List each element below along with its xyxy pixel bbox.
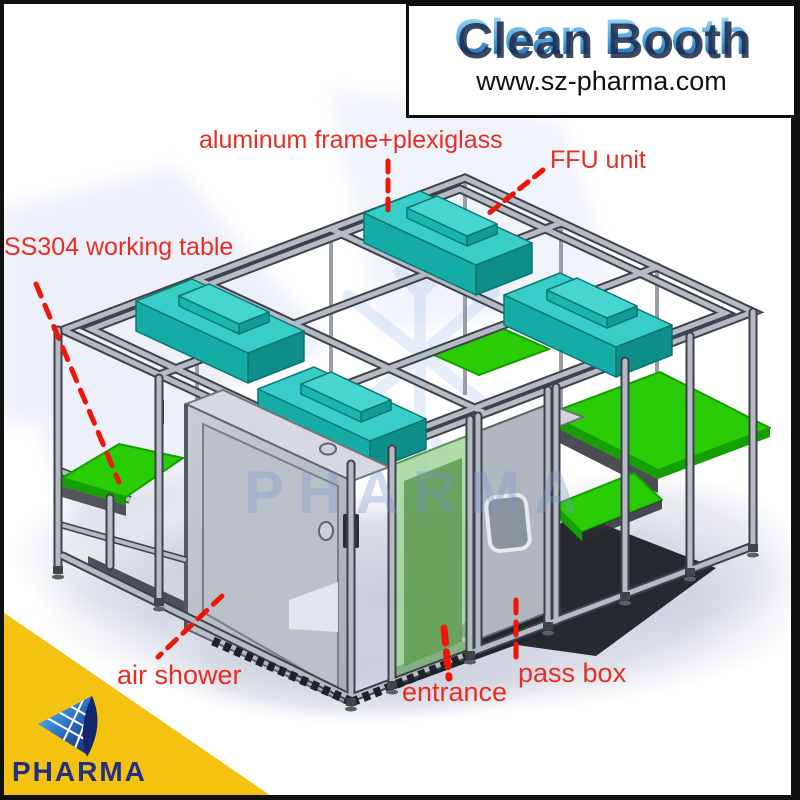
gauge-icon [318, 521, 334, 541]
label-entrance: entrance [402, 677, 508, 707]
serrated-threshold [211, 636, 470, 707]
label-working-table: SS304 working table [4, 233, 234, 261]
leader-ffu-unit [485, 167, 546, 217]
title-banner: Clean Booth www.sz-pharma.com [406, 3, 797, 118]
banner-website: www.sz-pharma.com [476, 65, 727, 96]
logo-wordmark: PHARMA [12, 756, 147, 787]
banner-title: Clean Booth [409, 11, 794, 64]
center-watermark: PHARMA [244, 459, 592, 526]
working-table-left [56, 442, 187, 564]
ffu-unit-left [135, 278, 305, 384]
air-shower-open-doorway [289, 582, 338, 632]
label-pass-box: pass box [518, 658, 627, 688]
leader-air-shower [155, 593, 225, 660]
label-aluminum-frame: aluminum frame+plexiglass [199, 126, 503, 154]
corner-wedge [0, 610, 277, 800]
callout-leader-lines [33, 158, 546, 682]
label-ffu-unit: FFU unit [550, 146, 646, 174]
pass-box-window [484, 493, 532, 553]
label-air-shower: air shower [117, 660, 242, 690]
leader-entrance [440, 624, 453, 682]
ffu-units [135, 190, 673, 472]
ffu-unit-right [503, 272, 673, 378]
ffu-unit-back [363, 190, 533, 296]
leveling-feet [52, 544, 759, 712]
gauge-icon [319, 442, 337, 456]
air-shower-unit [157, 388, 392, 708]
leader-working-table [33, 281, 122, 485]
